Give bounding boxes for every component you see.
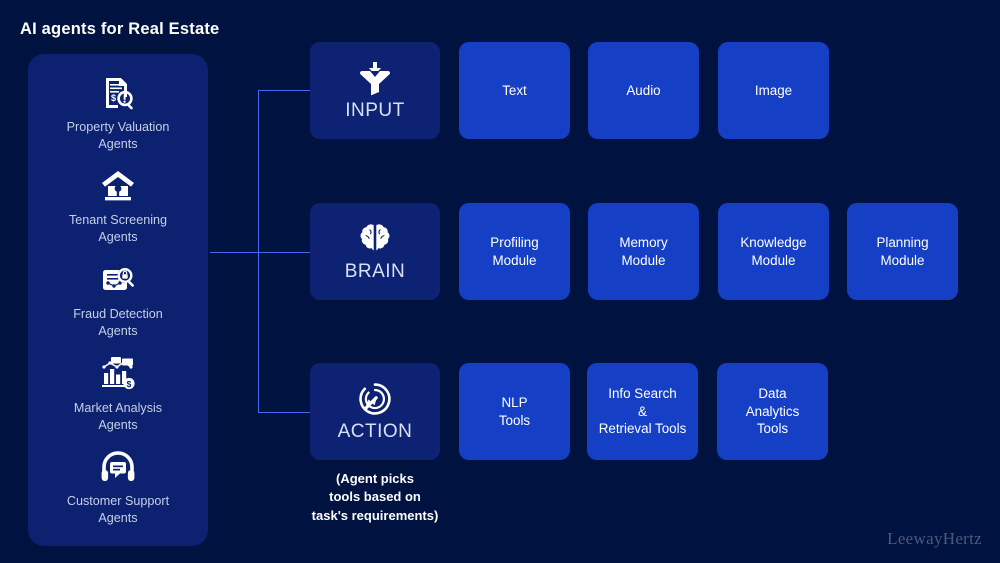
card-planning-module[interactable]: Planning Module [847, 203, 958, 300]
cursor-target-icon [357, 381, 393, 417]
sidebar-item-label: Customer Support Agents [66, 494, 170, 526]
card-audio-label: Audio [626, 82, 661, 98]
card-knowledge-module-label: Knowledge Module [740, 234, 807, 268]
headset-chat-icon [98, 447, 138, 487]
bar-chart-dollar-icon: $ [98, 354, 138, 394]
card-input-label: INPUT [345, 99, 405, 121]
connector-branch-brain [210, 252, 312, 254]
card-planning-module-label: Planning Module [876, 234, 929, 268]
funnel-download-icon [357, 60, 393, 96]
page-title: AI agents for Real Estate [20, 20, 220, 38]
card-profiling-module-label: Profiling Module [490, 234, 539, 268]
sidebar-item-label: Property Valuation Agents [66, 119, 170, 151]
house-key-icon [98, 166, 138, 206]
card-image[interactable]: Image [718, 42, 829, 139]
sidebar-item-fraud-detection[interactable]: Fraud Detection Agents [28, 260, 208, 340]
document-valuation-icon: $ [98, 73, 138, 113]
card-nlp-tools-label: NLP Tools [498, 394, 531, 428]
card-memory-module-label: Memory Module [619, 234, 668, 268]
fraud-lock-icon [98, 260, 138, 300]
agents-sidebar: $ Property Valuation Agents [28, 54, 208, 546]
card-action-label: ACTION [337, 420, 413, 442]
action-note: (Agent picks tools based on task's requi… [311, 471, 439, 523]
brain-icon [357, 221, 393, 257]
card-brain-label: BRAIN [344, 260, 406, 282]
card-profiling-module[interactable]: Profiling Module [459, 203, 570, 300]
sidebar-item-market-analysis[interactable]: $ Market Analysis Agents [28, 354, 208, 434]
connector-branch-action [258, 412, 312, 414]
card-memory-module[interactable]: Memory Module [588, 203, 699, 300]
connector-vertical-trunk [258, 90, 260, 413]
sidebar-item-label: Tenant Screening Agents [68, 213, 168, 245]
svg-text:$: $ [111, 93, 116, 103]
card-text-label: Text [502, 82, 527, 98]
card-data-analytics-tools-label: Data Analytics Tools [745, 385, 800, 437]
card-nlp-tools[interactable]: NLP Tools [459, 363, 570, 460]
card-info-search-retrieval-tools-label: Info Search & Retrieval Tools [598, 385, 687, 437]
sidebar-item-label: Fraud Detection Agents [73, 306, 163, 338]
sidebar-item-property-valuation[interactable]: $ Property Valuation Agents [28, 73, 208, 153]
connector-branch-input [258, 90, 312, 92]
sidebar-item-label: Market Analysis Agents [73, 400, 163, 432]
card-info-search-retrieval-tools[interactable]: Info Search & Retrieval Tools [587, 363, 698, 460]
card-audio[interactable]: Audio [588, 42, 699, 139]
sidebar-item-customer-support[interactable]: Customer Support Agents [28, 447, 208, 527]
sidebar-item-tenant-screening[interactable]: Tenant Screening Agents [28, 166, 208, 246]
card-brain[interactable]: BRAIN [310, 203, 440, 300]
card-knowledge-module[interactable]: Knowledge Module [718, 203, 829, 300]
card-data-analytics-tools[interactable]: Data Analytics Tools [717, 363, 828, 460]
watermark-leewayhertz: LeewayHertz [887, 529, 982, 548]
card-text[interactable]: Text [459, 42, 570, 139]
card-image-label: Image [754, 82, 793, 98]
card-input[interactable]: INPUT [310, 42, 440, 139]
svg-text:$: $ [127, 379, 132, 389]
card-action[interactable]: ACTION [310, 363, 440, 460]
